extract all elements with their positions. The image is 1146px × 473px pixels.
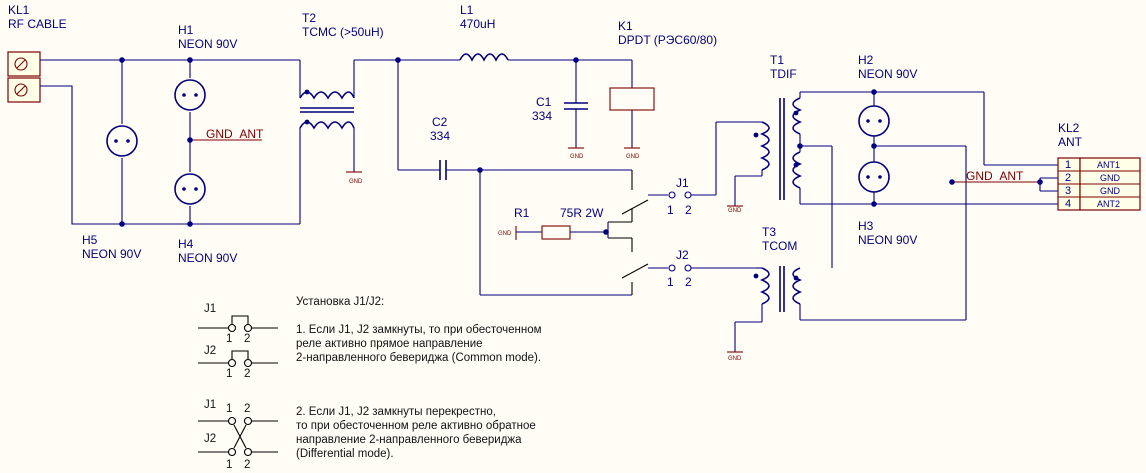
kl2-pin-2-num: 2 [1065,172,1071,184]
legend-differential-mode [198,416,278,457]
note1-line2: реле активно прямое направление [296,338,483,350]
net-gnd-ant-right: GND_ANT [966,169,1024,183]
neon-h5 [106,125,138,157]
neon-h3 [858,161,890,193]
kl2-pin-2-name: GND [1100,173,1121,183]
j1-pin1: 1 [667,203,674,217]
kl2-pin-1-num: 1 [1065,159,1071,171]
neon-h2 [858,105,890,137]
h5-ref: H5 [82,233,98,247]
h4-value: NEON 90V [178,251,237,265]
t3-value: TCOM [762,239,797,253]
neon-h4 [174,173,206,205]
c2-capacitor [439,160,632,180]
t1-transformer [715,97,803,207]
note1-line3: 2-направленного бевериджа (Common mode). [296,352,541,364]
gnd-t3: GND [728,356,742,362]
right-wires [797,89,1058,321]
note2-line4: (Differential mode). [296,448,394,460]
j1-jumper [668,191,716,199]
kl2-pin-1-name: ANT1 [1097,160,1120,170]
r1-value: 75R 2W [560,206,604,220]
legend2-j2: J2 [204,433,216,445]
c1-ref: C1 [536,95,552,109]
legend2-p1b: 1 [226,459,232,471]
j1-pin2: 2 [685,203,692,217]
h1-ref: H1 [178,23,194,37]
c1-value: 334 [532,109,552,123]
r1-resistor [515,225,606,240]
l1-value: 470uH [460,17,495,31]
kl2-ref: KL2 [1058,121,1080,135]
kl2-pin-3-name: GND [1100,186,1121,196]
h3-ref: H3 [858,219,874,233]
kl1-connector [7,51,41,103]
r1-ref: R1 [514,206,530,220]
t2-ref: T2 [302,11,316,25]
gnd-t2: GND [349,179,363,185]
t3-transformer [727,266,803,353]
legend2-p2a: 2 [244,403,250,415]
k1-value: DPDT (РЭС60/80) [618,33,717,47]
legend1-p1a: 1 [226,333,232,345]
t2-choke [299,60,362,224]
kl2-value: ANT [1058,135,1083,149]
kl2-pin-4-name: ANT2 [1097,199,1120,209]
note2-line3: направление 2-направленного бевериджа [296,434,522,446]
legend1-p1b: 1 [226,368,232,380]
top-rail [354,53,632,171]
gnd-r1: GND [498,231,512,237]
legend2-p2b: 2 [244,459,250,471]
h2-ref: H2 [858,53,874,67]
h5-value: NEON 90V [82,247,141,261]
k1-relay-coil [609,60,655,149]
kl2-connector [1057,157,1141,211]
neon-h1 [174,79,206,111]
legend2-p1a: 1 [226,403,232,415]
legend-common-mode [198,315,278,368]
kl2-pin-3-num: 3 [1065,185,1071,197]
kl1-ref: KL1 [8,3,30,17]
kl1-value: RF CABLE [8,17,67,31]
j1-ref: J1 [676,176,689,190]
gnd-t1: GND [728,208,742,214]
j2-ref: J2 [676,248,689,262]
relay-contacts [479,170,668,296]
note2-line2: то при обесточенном реле активно обратно… [296,420,536,432]
t2-value: TCMC (>50uH) [302,25,384,39]
t3-ref: T3 [762,225,776,239]
kl2-pin-4-num: 4 [1065,198,1071,210]
h3-value: NEON 90V [858,233,917,247]
j2-jumper [668,264,756,272]
note2-line1: 2. Если J1, J2 замкнуты перекрестно, [296,406,496,418]
note1-line1: 1. Если J1, J2 замкнуты, то при обесточе… [296,324,542,336]
legend1-p2b: 2 [244,368,250,380]
l1-ref: L1 [460,3,474,17]
legend2-j1: J1 [204,399,216,411]
legend1-j2: J2 [204,345,216,357]
k1-ref: K1 [618,19,633,33]
c1-capacitor [564,60,588,149]
legend1-p2a: 2 [244,333,250,345]
net-gnd-ant-left: GND_ANT [206,127,264,141]
c2-ref: C2 [432,115,448,129]
h2-value: NEON 90V [858,67,917,81]
notes-title: Установка J1/J2: [296,296,384,308]
c2-value: 334 [430,129,450,143]
gnd-k1: GND [626,154,640,160]
legend1-j1: J1 [204,303,216,315]
h4-ref: H4 [178,237,194,251]
h1-value: NEON 90V [178,37,237,51]
j2-pin2: 2 [685,275,692,289]
gnd-c1: GND [570,154,584,160]
j2-pin1: 1 [667,275,674,289]
t1-value: TDIF [770,67,797,81]
t1-ref: T1 [770,53,784,67]
left-wires [40,57,300,227]
